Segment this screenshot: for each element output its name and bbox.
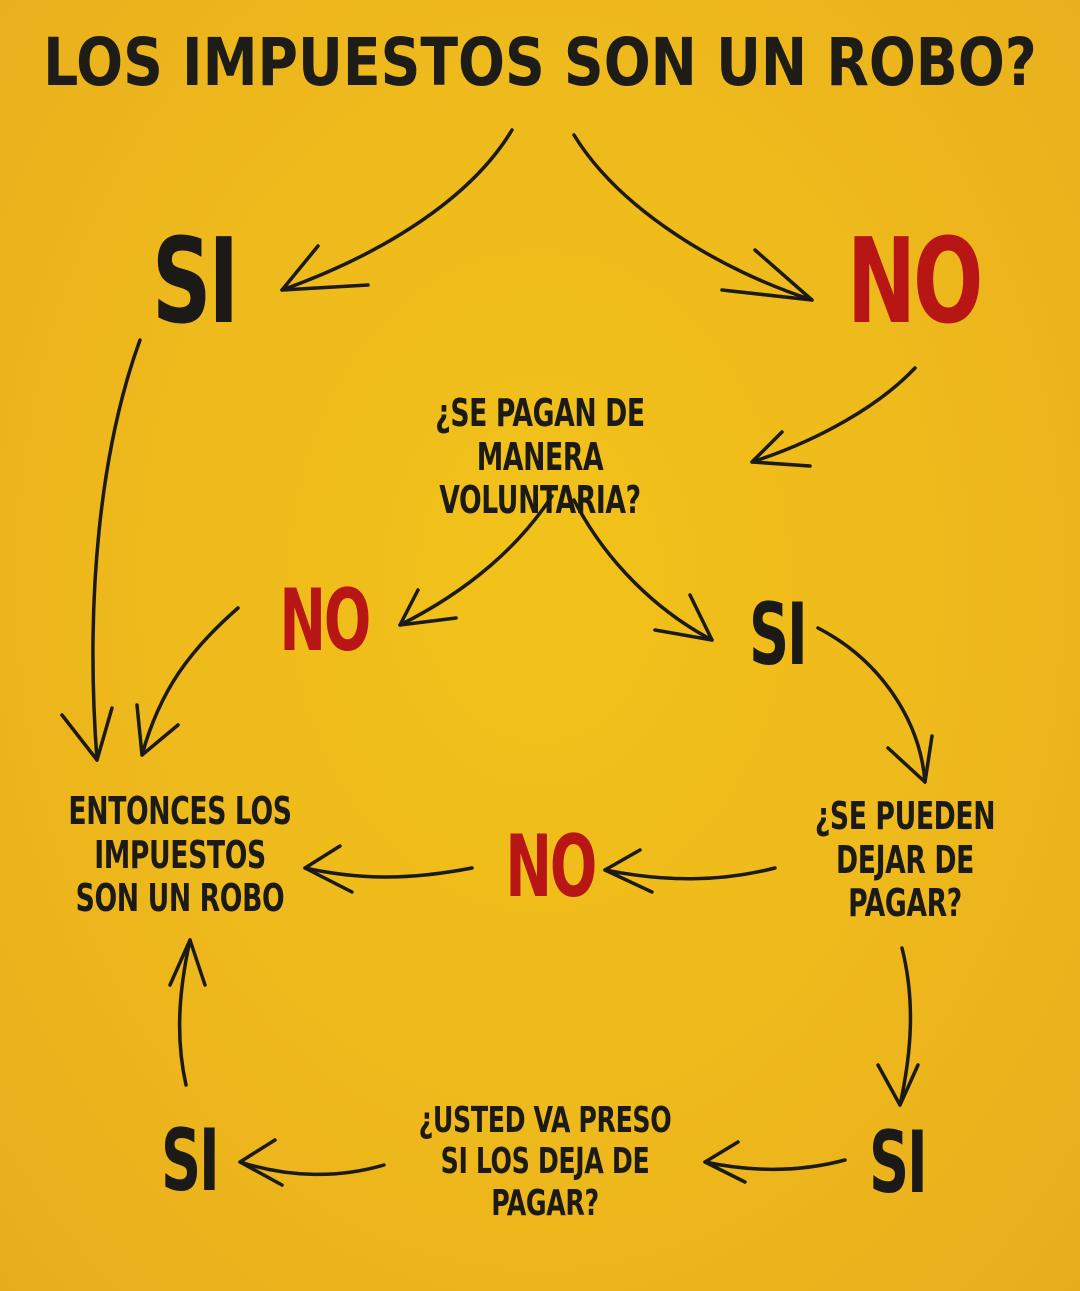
arrowhead-si-to-conclusion [60,706,114,762]
arrowhead-no-to-voluntaria [750,430,812,468]
arrow-no-to-voluntaria [750,366,917,464]
answer-si-voluntaria: SI [748,585,808,685]
arrow-si-to-conclusion-2 [177,938,192,1087]
question-dejar-de-pagar: ¿SE PUEDEN DEJAR DE PAGAR? [814,794,996,926]
arrowhead-title-to-si [280,244,370,292]
arrow-no-to-conclusion [140,606,240,757]
arrow-voluntaria-to-no [398,494,554,627]
arrow-title-to-no [572,133,814,302]
arrow-no-to-conclusion-2 [303,866,474,879]
answer-si-bottom-right: SI [868,1113,928,1213]
arrow-dejar-to-si [898,946,913,1107]
answer-no-dejar: NO [505,817,597,917]
answer-si-bottom-left: SI [160,1111,220,1211]
arrow-si-to-conclusion [91,338,142,762]
title: LOS IMPUESTOS SON UN ROBO? [43,24,1037,101]
arrowhead-title-to-no [720,248,814,302]
arrow-preso-to-si [238,1160,386,1177]
arrowhead-dejar-to-no [603,848,654,894]
arrowhead-si-to-conclusion-2 [168,938,207,987]
arrowhead-preso-to-si [238,1138,284,1187]
arrowhead-no-to-conclusion-2 [303,844,354,894]
arrowhead-si-to-preso [703,1140,747,1184]
answer-no-voluntaria: NO [279,571,371,671]
arrow-si-to-preso [703,1158,847,1171]
arrow-voluntaria-to-si [572,498,714,642]
arrowhead-voluntaria-to-si [653,593,714,642]
arrow-dejar-to-no [603,866,777,881]
question-va-preso: ¿USTED VA PRESO SI LOS DEJA DE PAGAR? [418,1100,672,1224]
arrow-si-to-dejar [816,626,927,784]
arrowhead-si-to-dejar [886,734,934,784]
arrowhead-no-to-conclusion [135,703,180,757]
arrowhead-voluntaria-to-no [398,588,458,627]
answer-si-top: SI [151,212,239,350]
answer-no-top: NO [846,212,984,350]
question-voluntaria: ¿SE PAGAN DE MANERA VOLUNTARIA? [435,391,645,523]
arrow-title-to-si [280,128,514,292]
conclusion-robo: ENTONCES LOS IMPUESTOS SON UN ROBO [68,789,292,921]
arrowhead-dejar-to-si [876,1063,920,1107]
